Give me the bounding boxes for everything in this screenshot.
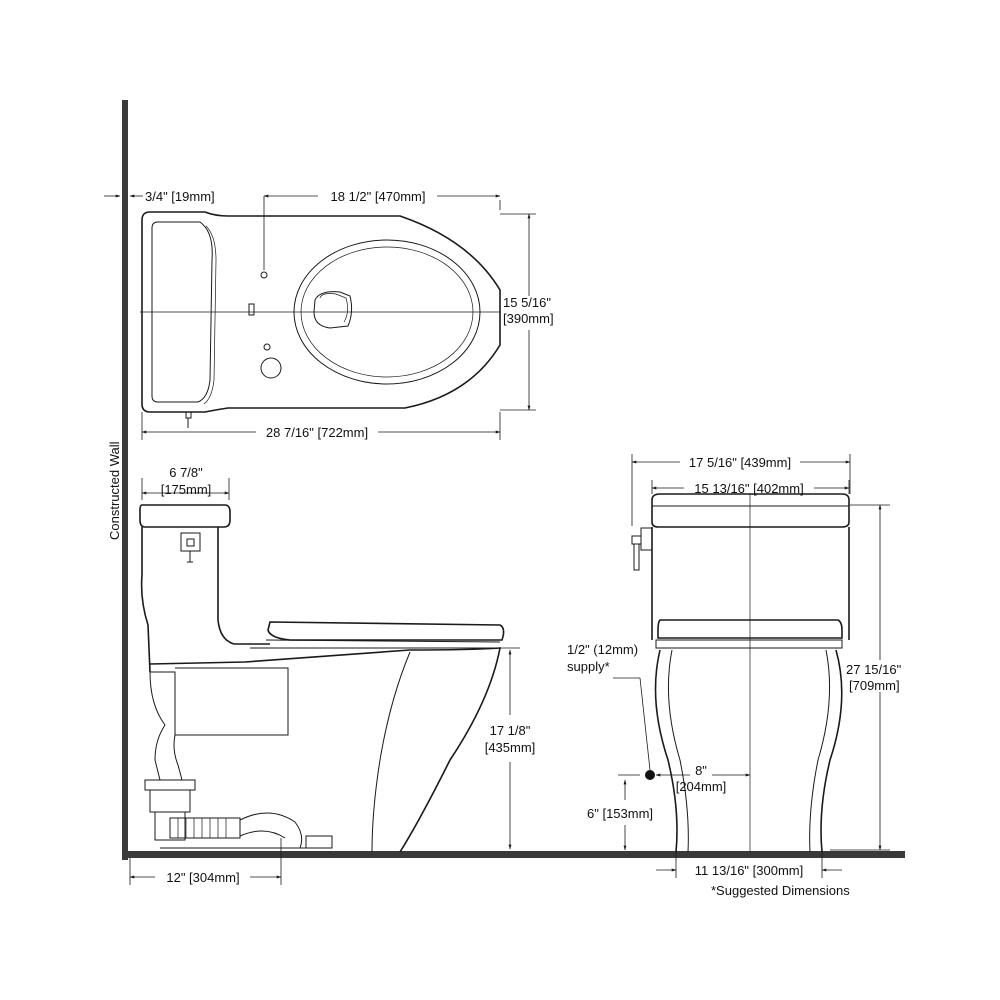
dim-supply-height: 6" [153mm] bbox=[587, 806, 653, 821]
dim-seat-height-line1: 17 1/8" bbox=[490, 723, 531, 738]
front-seat bbox=[657, 619, 843, 639]
top-body-outline bbox=[141, 211, 501, 413]
side-trapway bbox=[149, 671, 183, 781]
top-view bbox=[104, 194, 536, 440]
side-bowl bbox=[149, 647, 501, 853]
supply-label-line2: supply* bbox=[567, 659, 610, 674]
floor-line bbox=[122, 851, 905, 858]
front-view bbox=[613, 454, 890, 878]
side-tank bbox=[140, 527, 270, 673]
side-view bbox=[129, 478, 520, 885]
side-connector bbox=[144, 779, 196, 841]
dim-height-line2: [709mm] bbox=[849, 678, 900, 693]
dim-tank-depth-line1: 6 7/8" bbox=[169, 465, 203, 480]
front-trip-lever bbox=[631, 527, 653, 571]
dim-supply-offset-line1: 8" bbox=[695, 763, 707, 778]
constructed-wall bbox=[122, 100, 128, 860]
dim-width-line1: 15 5/16" bbox=[503, 295, 551, 310]
side-seat bbox=[267, 621, 505, 641]
top-bolt-hole bbox=[260, 271, 268, 279]
dim-base-width: 11 13/16" [300mm] bbox=[695, 863, 803, 878]
dim-seat-height-line2: [435mm] bbox=[485, 740, 536, 755]
footnote: *Suggested Dimensions bbox=[711, 883, 850, 898]
dim-length: 28 7/16" [722mm] bbox=[266, 425, 368, 440]
dim-supply-offset-line2: [204mm] bbox=[676, 779, 727, 794]
dim-overall-width: 17 5/16" [439mm] bbox=[689, 455, 791, 470]
dim-tank-width: 15 13/16" [402mm] bbox=[694, 481, 803, 496]
top-valve bbox=[248, 303, 255, 316]
side-tank-lid bbox=[139, 504, 231, 528]
dim-height-line1: 27 15/16" bbox=[846, 662, 902, 677]
front-supply-dot bbox=[645, 770, 655, 780]
dim-rough-in: 18 1/2" [470mm] bbox=[331, 189, 426, 204]
side-valve bbox=[180, 532, 201, 552]
dim-width-line2: [390mm] bbox=[503, 311, 554, 326]
front-pedestal bbox=[654, 649, 843, 853]
top-tank bbox=[151, 221, 213, 403]
dim-tank-depth-line2: [175mm] bbox=[161, 482, 212, 497]
dim-outlet: 12" [304mm] bbox=[166, 870, 239, 885]
wall-label: Constructed Wall bbox=[107, 441, 122, 540]
dim-wall-offset: 3/4" [19mm] bbox=[145, 189, 215, 204]
top-supply-hole bbox=[260, 357, 282, 379]
front-tank-lid bbox=[651, 493, 850, 528]
top-bowl-outlet bbox=[313, 291, 353, 329]
supply-label-line1: 1/2" (12mm) bbox=[567, 642, 638, 657]
